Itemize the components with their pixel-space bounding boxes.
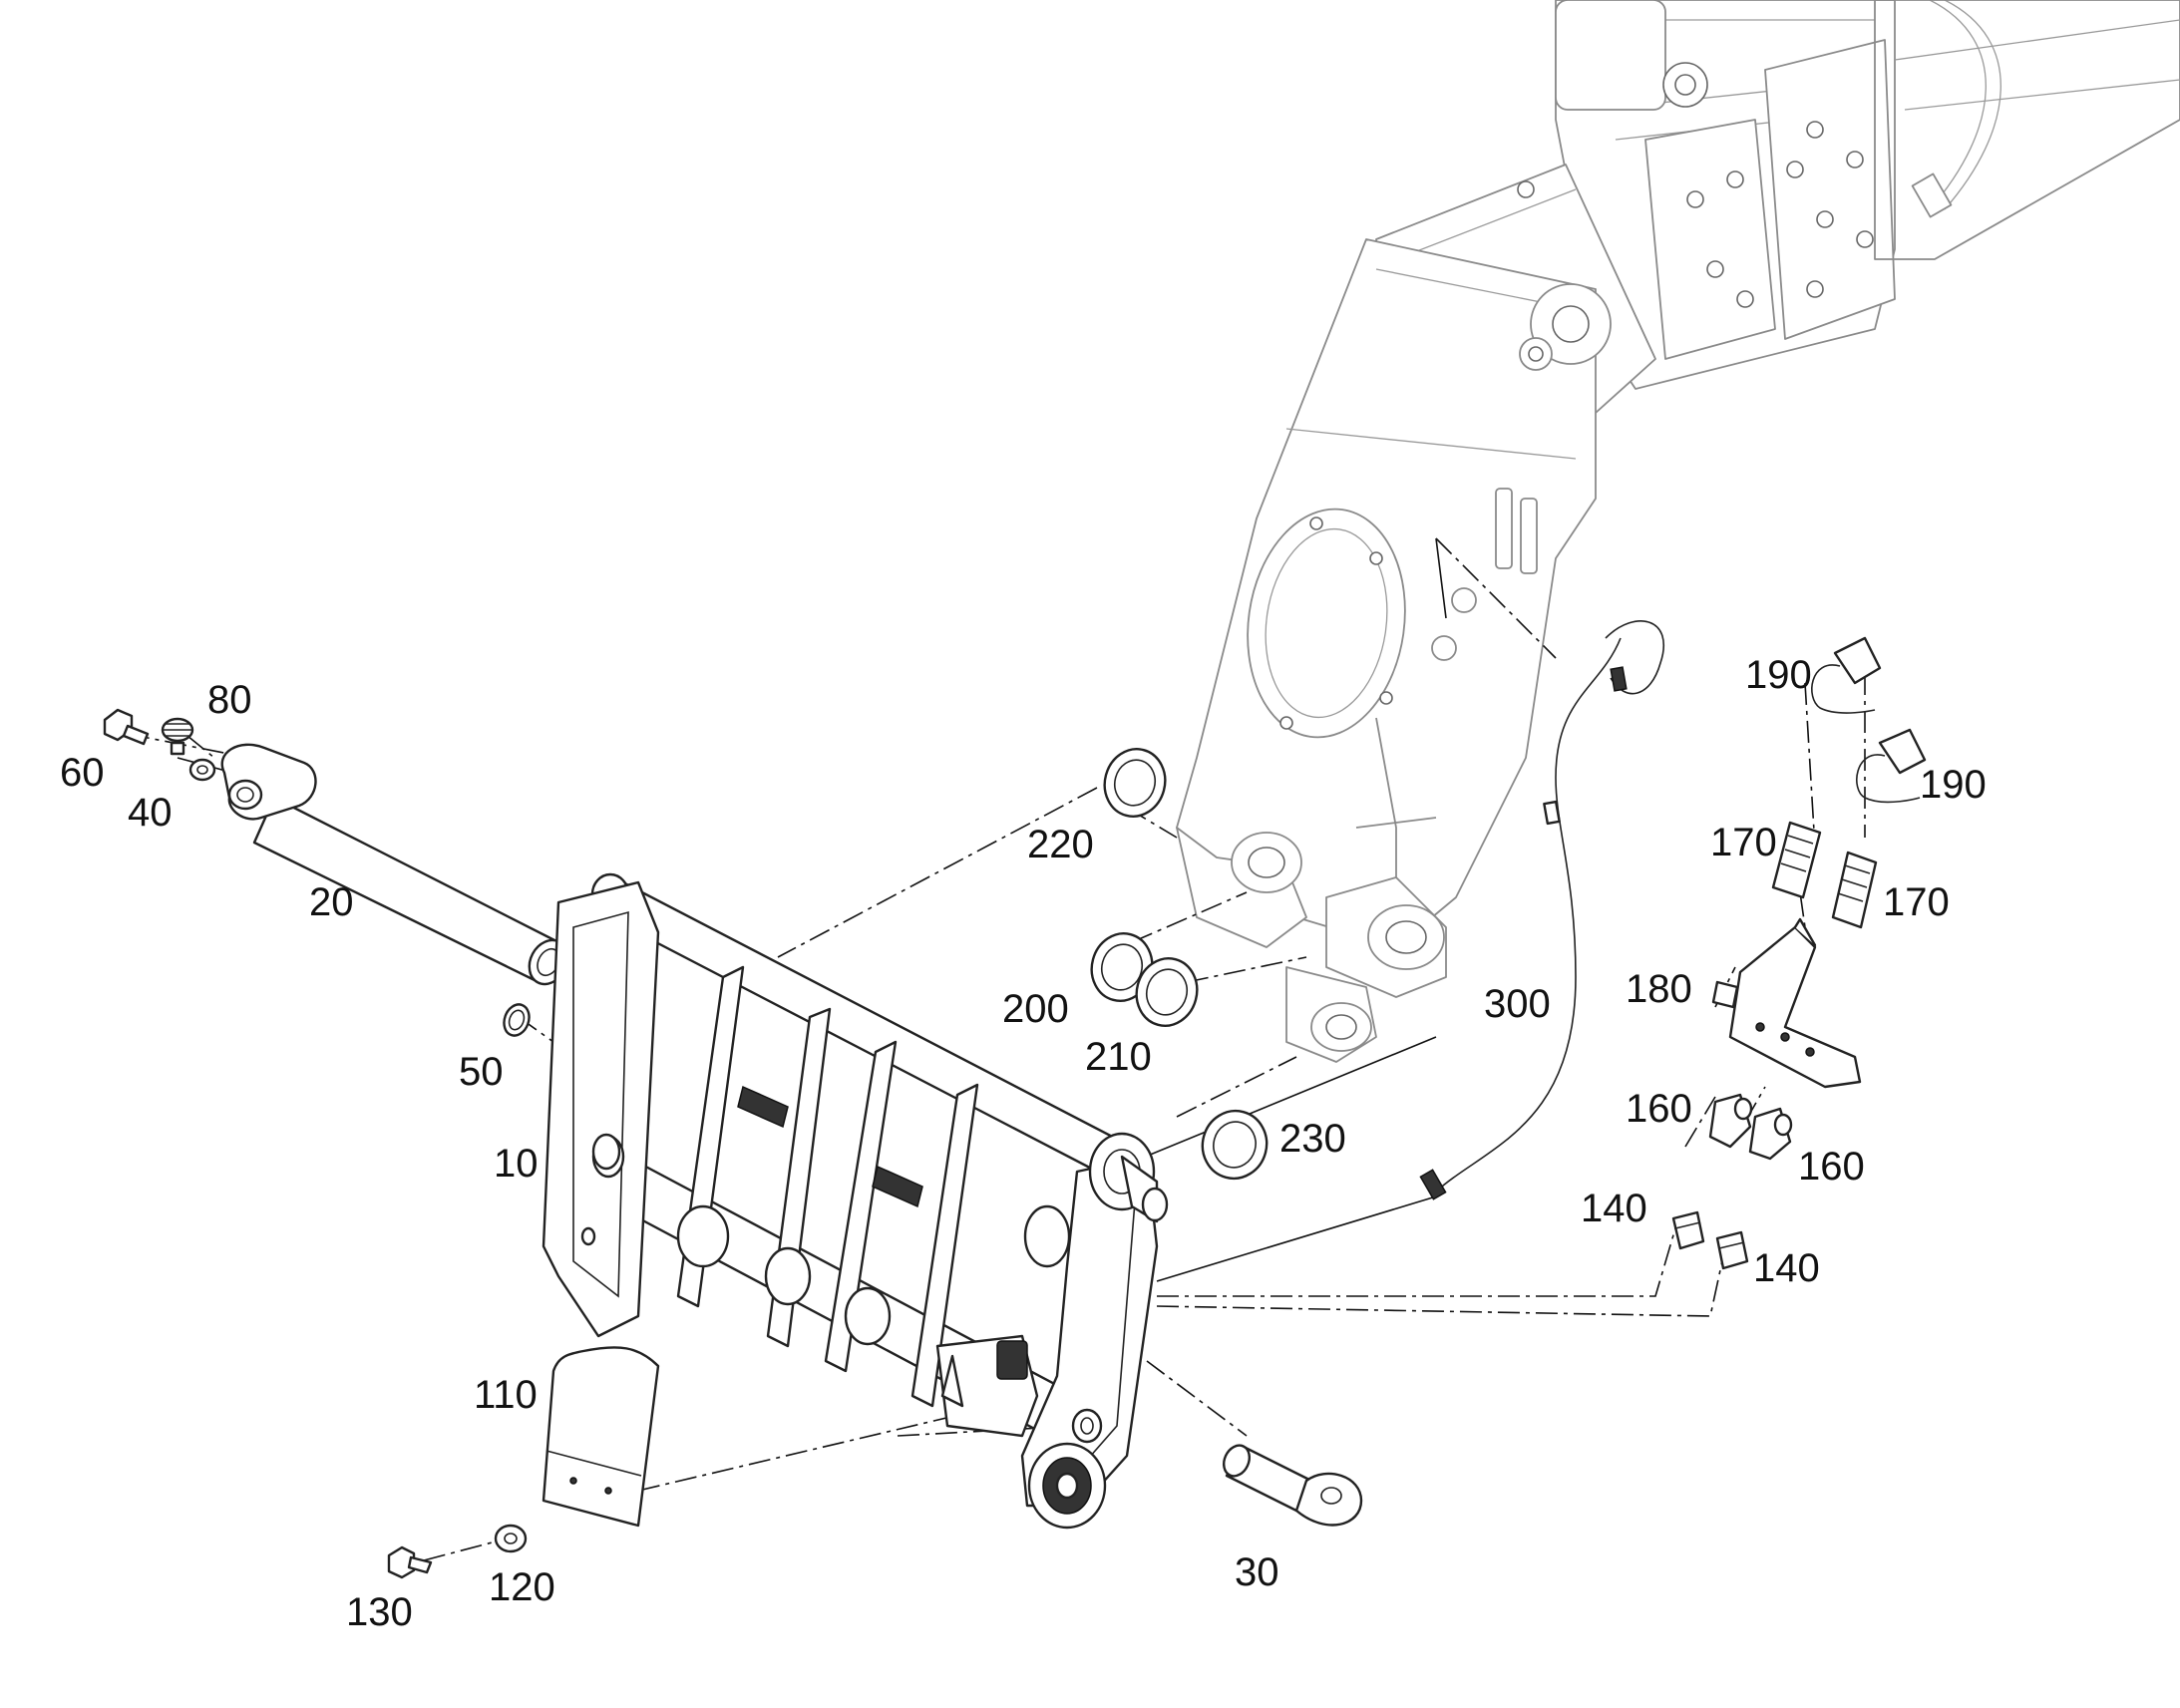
callout-170-left: 170 [1710, 821, 1777, 864]
callout-120: 120 [489, 1565, 555, 1609]
part-160-tee-fittings [1708, 1093, 1793, 1161]
part-220-shim [1103, 748, 1167, 818]
callout-300: 300 [1484, 982, 1551, 1026]
callout-210: 210 [1085, 1035, 1152, 1079]
callout-140-left: 140 [1581, 1187, 1647, 1230]
part-50-o-ring [503, 1003, 531, 1037]
part-140-adapters [1671, 1210, 1749, 1270]
callout-130: 130 [346, 1590, 413, 1634]
callout-140-right: 140 [1753, 1246, 1820, 1290]
part-120-washer [494, 1524, 528, 1553]
callout-20: 20 [309, 880, 354, 924]
callout-110: 110 [474, 1373, 538, 1417]
callout-labels: 10 20 30 40 50 60 80 110 120 130 140 140… [60, 653, 1987, 1634]
part-30-lock-pin [1222, 1444, 1363, 1527]
callout-190-top: 190 [1745, 653, 1812, 697]
callout-160-left: 160 [1626, 1087, 1692, 1131]
part-210-shim [1135, 957, 1199, 1027]
part-80-grease-nipple [161, 717, 194, 756]
callout-190-right: 190 [1920, 763, 1987, 807]
part-300-cable [1419, 620, 1665, 1200]
callout-180: 180 [1626, 967, 1692, 1011]
callout-220: 220 [1027, 823, 1094, 866]
part-60-bolt [103, 708, 150, 746]
part-170-quick-couplers [1771, 821, 1878, 929]
part-20-pivot-pin [220, 743, 569, 986]
callout-80: 80 [207, 678, 252, 722]
callout-30: 30 [1235, 1550, 1279, 1594]
callout-170-right: 170 [1883, 880, 1950, 924]
callout-40: 40 [128, 791, 173, 835]
part-40-washer [188, 758, 216, 782]
part-180-bracket [1711, 917, 1862, 1089]
part-130-bolt [387, 1545, 433, 1579]
callout-60: 60 [60, 751, 105, 795]
callout-10: 10 [494, 1142, 539, 1186]
part-190-dust-caps [1811, 636, 1927, 804]
callout-50: 50 [459, 1050, 504, 1094]
part-10-quick-hitch-frame [542, 872, 1169, 1530]
part-110-cover-plate [542, 1346, 660, 1528]
callout-160-right: 160 [1798, 1145, 1865, 1189]
part-230-shim [1201, 1109, 1269, 1181]
telescopic-boom [1176, 0, 2180, 1063]
callout-200: 200 [1002, 987, 1069, 1031]
callout-230: 230 [1279, 1117, 1346, 1161]
